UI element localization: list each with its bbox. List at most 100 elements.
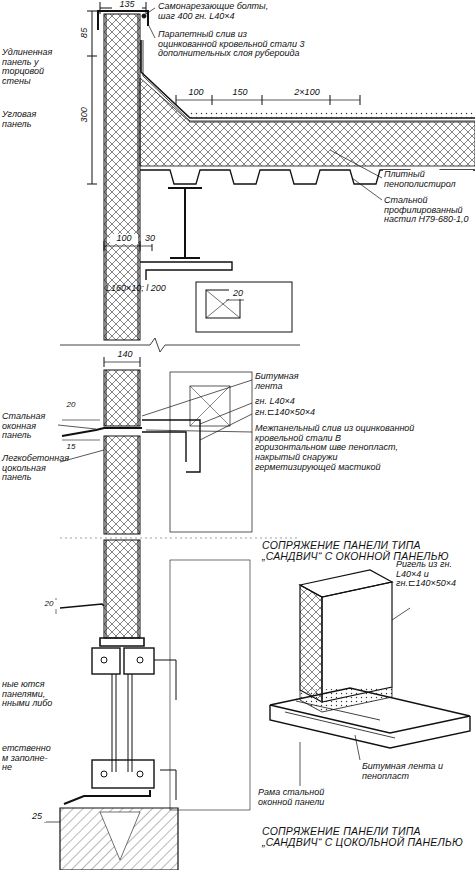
drawing-stroke: [87, 11, 97, 12]
drawing-stroke: [300, 742, 301, 786]
dimension: 15: [62, 443, 80, 452]
dimension: 30: [141, 234, 159, 244]
drawing-stroke: [98, 11, 148, 30]
dimension: 2×100: [286, 88, 328, 98]
drawing-stroke: [92, 648, 120, 674]
drawing-stroke: [104, 241, 105, 251]
drawing-stroke: [101, 771, 107, 777]
drawing-stroke: [176, 95, 177, 105]
drawing-stroke: [176, 100, 360, 101]
drawing-stroke: [60, 450, 104, 462]
drawing-stroke: [104, 540, 140, 638]
drawing-stroke: [106, 436, 107, 534]
drawing-stroke: [104, 436, 140, 534]
part-note: гн. L40×4: [255, 397, 345, 407]
drawing-stroke: [262, 95, 263, 105]
part-note: Удлиненная панель у торцовой стены: [2, 48, 62, 87]
drawing-stroke: [196, 282, 292, 332]
part-note: Легкобетонная цокольная панель: [2, 454, 60, 483]
drawing-stroke: [200, 414, 252, 440]
dimension: 135: [112, 0, 142, 10]
drawing-stroke: [106, 540, 107, 638]
drawing-stroke: [330, 150, 382, 178]
part-note: ные ются панелями, нными либо: [2, 680, 58, 709]
drawing-stroke: [270, 705, 470, 748]
drawing-stroke: [142, 380, 252, 416]
drawing-stroke: [200, 403, 252, 424]
drawing-stroke: [124, 648, 154, 674]
drawing-stroke: [148, 24, 155, 38]
drawing-stroke: [322, 582, 392, 702]
drawing-stroke: [104, 370, 140, 426]
dimension: 20: [62, 401, 80, 410]
drawing-stroke: [138, 370, 139, 426]
part-note: Стальная оконная панель: [2, 412, 58, 441]
drawing-stroke: [60, 338, 300, 352]
drawing-stroke: [212, 95, 213, 105]
drawing-stroke: [300, 585, 322, 702]
drawing-stroke: [360, 95, 361, 105]
dimension: 20: [229, 289, 247, 299]
part-note: гн.⊏140×50×4: [255, 408, 355, 418]
drawing-stroke: [190, 112, 475, 118]
dimension: 100: [182, 88, 210, 98]
drawing-stroke: [106, 370, 107, 426]
dimension: 150: [226, 88, 254, 98]
part-note: L160×10; l 200: [106, 284, 168, 294]
drawing-stroke: [58, 425, 96, 429]
drawing-stroke: [92, 760, 154, 788]
drawing-stroke: [146, 2, 147, 14]
drawing-stroke: [146, 8, 155, 14]
drawing-stroke: [60, 604, 104, 608]
drawing-stroke: [112, 674, 113, 772]
drawing-stroke: [300, 687, 392, 712]
drawing-stroke: [140, 357, 141, 367]
drawing-stroke: [168, 188, 202, 258]
part-note: Стальной профилированный настил Н79-680-…: [383, 196, 473, 225]
drawing-stroke: [100, 638, 144, 646]
drawing-stroke: [154, 660, 176, 800]
part-note: Рама стальной оконной панели: [258, 788, 342, 807]
part-note: етственно м заполне- не: [2, 744, 58, 773]
drawing-stroke: [142, 420, 200, 472]
dimension: 25: [28, 812, 46, 822]
drawing-stroke: [137, 657, 143, 663]
part-note: Битумная лента и пенопласт: [362, 762, 446, 781]
drawing-stroke: [170, 372, 252, 532]
drawing-stroke: [140, 78, 475, 166]
part-note: Самонарезающие болты, шаг 400 гн. L40×4: [158, 2, 276, 21]
drawing-stroke: [132, 674, 133, 772]
drawing-stroke: [128, 674, 129, 772]
drawing-stroke: [142, 14, 146, 18]
top-section: [60, 2, 475, 352]
drawing-stroke: [64, 790, 150, 804]
dimension: 85: [80, 22, 90, 44]
part-note: Плитный пенополистирол: [383, 170, 473, 189]
drawing-stroke: [330, 95, 331, 105]
drawing-stroke: [138, 436, 139, 534]
drawing-stroke: [92, 11, 93, 184]
drawing-stroke: [100, 2, 101, 14]
part-note: Битумная лента: [255, 372, 325, 391]
bottom-section: [44, 540, 470, 870]
part-note: Ригель из гн. L40×4 и гн.⊏140×50×4: [395, 560, 473, 589]
drawing-stroke: [62, 420, 100, 440]
drawing-stroke: [270, 688, 470, 733]
part-note: Угловая панель: [2, 110, 62, 129]
drawing-stroke: [87, 56, 97, 57]
drawing-stroke: [146, 430, 252, 432]
drawing-stroke: [170, 560, 250, 810]
drawing-stroke: [60, 538, 300, 539]
drawing-stroke: [355, 735, 360, 760]
drawing-stroke: [392, 608, 410, 620]
dimension: 300: [80, 102, 90, 128]
drawing-stroke: [101, 657, 107, 663]
drawing-stroke: [116, 674, 117, 772]
drawing-stroke: [60, 808, 178, 870]
drawing-stroke: [44, 822, 60, 823]
section-title: СОПРЯЖЕНИЕ ПАНЕЛИ ТИПА „САНДВИЧ“ С ЦОКОЛ…: [262, 826, 472, 849]
drawing-stroke: [87, 184, 97, 185]
drawing-stroke: [104, 246, 152, 247]
